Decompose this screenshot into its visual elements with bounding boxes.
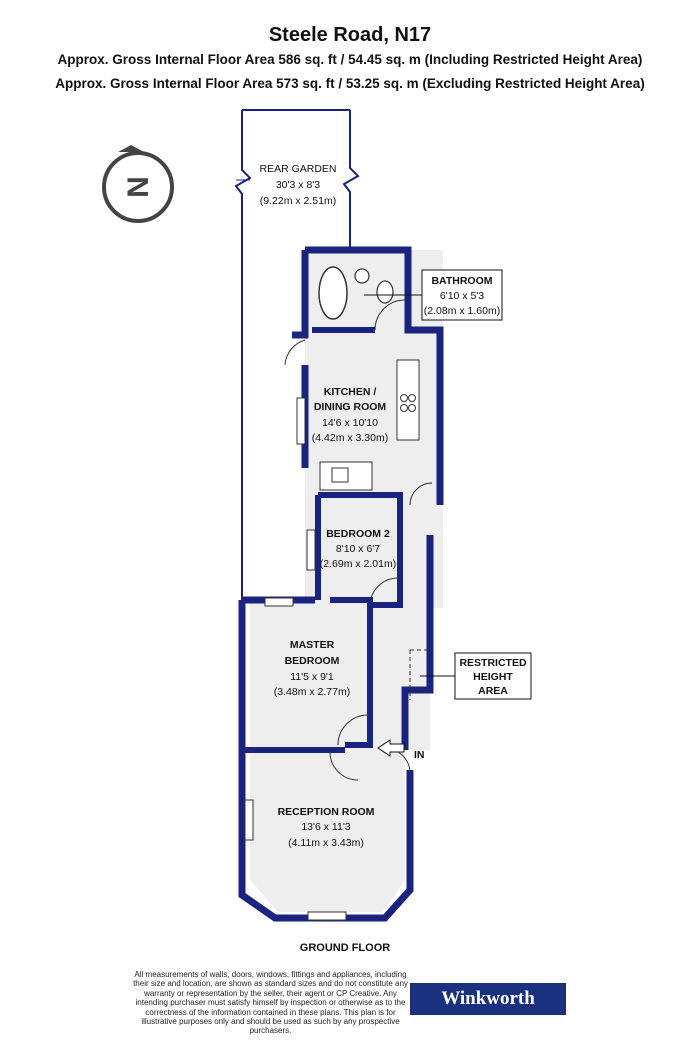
entrance-label: IN — [414, 749, 425, 761]
svg-text:AREA: AREA — [478, 685, 508, 697]
svg-text:KITCHEN /: KITCHEN / — [324, 386, 377, 398]
svg-text:11'5 x 9'1: 11'5 x 9'1 — [290, 671, 334, 683]
svg-text:BEDROOM 2: BEDROOM 2 — [326, 528, 390, 540]
svg-text:6'10 x 5'3: 6'10 x 5'3 — [440, 290, 484, 302]
svg-text:RESTRICTED: RESTRICTED — [459, 657, 527, 669]
svg-text:(2.69m x 2.01m): (2.69m x 2.01m) — [320, 558, 396, 570]
svg-text:(4.11m x 3.43m): (4.11m x 3.43m) — [288, 837, 364, 849]
svg-text:MASTER: MASTER — [290, 639, 335, 651]
label-bathroom: BATHROOM 6'10 x 5'3 (2.08m x 1.60m) — [364, 269, 503, 321]
svg-text:RECEPTION ROOM: RECEPTION ROOM — [278, 806, 375, 818]
svg-text:REAR GARDEN: REAR GARDEN — [259, 163, 336, 175]
label-bedroom-2: BEDROOM 2 8'10 x 6'7 (2.69m x 2.01m) — [320, 528, 396, 570]
floor-area-including: Approx. Gross Internal Floor Area 586 sq… — [57, 52, 643, 67]
svg-text:DINING ROOM: DINING ROOM — [314, 401, 387, 413]
compass-letter: N — [122, 176, 155, 198]
compass-icon: N — [102, 145, 174, 223]
label-kitchen: KITCHEN / DINING ROOM 14'6 x 10'10 (4.42… — [312, 386, 388, 444]
svg-text:(9.22m x 2.51m): (9.22m x 2.51m) — [260, 195, 336, 207]
svg-text:13'6 x 11'3: 13'6 x 11'3 — [301, 821, 351, 833]
label-reception-room: RECEPTION ROOM 13'6 x 11'3 (4.11m x 3.43… — [278, 806, 375, 849]
svg-text:(3.48m x 2.77m): (3.48m x 2.77m) — [274, 686, 350, 698]
svg-text:BEDROOM: BEDROOM — [285, 655, 340, 667]
svg-text:BATHROOM: BATHROOM — [431, 275, 492, 287]
label-restricted-height: RESTRICTED HEIGHT AREA — [420, 652, 532, 700]
label-rear-garden: REAR GARDEN 30'3 x 8'3 (9.22m x 2.51m) — [259, 163, 336, 207]
svg-text:(4.42m x 3.30m): (4.42m x 3.30m) — [312, 432, 388, 444]
disclaimer-text: All measurements of walls, doors, window… — [133, 970, 408, 1036]
svg-text:30'3 x 8'3: 30'3 x 8'3 — [276, 179, 320, 191]
svg-text:8'10 x 6'7: 8'10 x 6'7 — [336, 543, 380, 555]
winkworth-logo: Winkworth — [410, 983, 566, 1015]
plan-title: Steele Road, N17 — [268, 24, 432, 46]
svg-text:HEIGHT: HEIGHT — [473, 671, 513, 683]
entrance-arrow-icon: IN — [377, 739, 425, 761]
svg-text:(2.08m x 1.60m): (2.08m x 1.60m) — [424, 305, 500, 317]
floor-area-excluding: Approx. Gross Internal Floor Area 573 sq… — [55, 76, 645, 91]
floor-label: GROUND FLOOR — [299, 942, 391, 954]
svg-text:14'6 x 10'10: 14'6 x 10'10 — [322, 417, 378, 429]
label-master-bedroom: MASTER BEDROOM 11'5 x 9'1 (3.48m x 2.77m… — [274, 639, 350, 698]
building — [238, 246, 444, 922]
